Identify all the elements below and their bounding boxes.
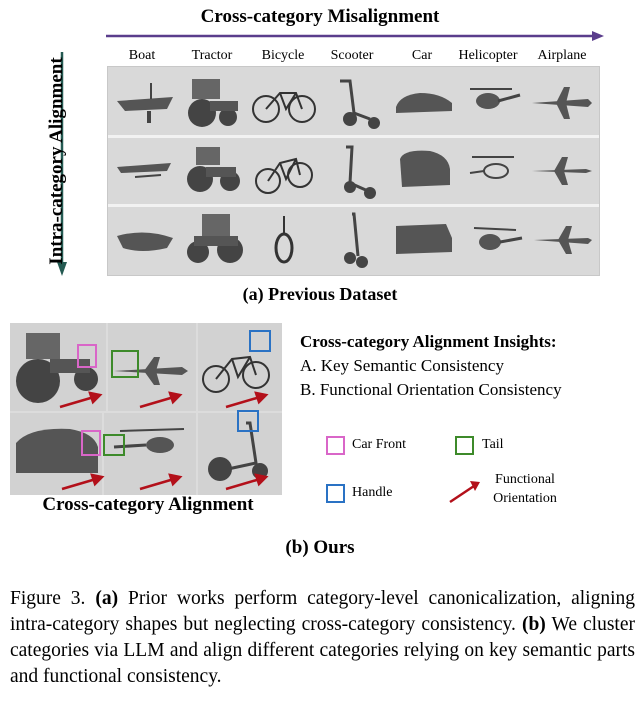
legend-functional-orientation: Functional Orientation (483, 470, 567, 508)
scooter-shape-row1 (340, 79, 380, 129)
tail-legend-icon (455, 436, 474, 455)
category-label-bicycle: Bicycle (261, 48, 305, 63)
bicycle-shape-row1 (252, 92, 316, 123)
handle-legend-icon (326, 484, 345, 503)
category-label-airplane: Airplane (537, 48, 587, 63)
alignment-insights: Cross-category Alignment Insights: A. Ke… (300, 330, 562, 402)
category-label-scooter: Scooter (330, 48, 374, 63)
airplane-shape-row1 (532, 87, 592, 119)
scooter-shape-row3 (344, 212, 368, 268)
caption-b-tag: (b) (521, 614, 546, 635)
cross-category-alignment-title: Cross-category Alignment (42, 494, 254, 515)
airplane-shape-row3 (534, 226, 592, 254)
category-label-car: Car (411, 48, 433, 63)
caption-a-text: Prior works perform category-level canon… (10, 588, 636, 635)
scooter-panel (198, 413, 282, 495)
caption-ours: (b) Ours (285, 537, 355, 558)
legend-tail: Tail (482, 437, 504, 452)
vertical-arrow-icon (57, 52, 67, 276)
previous-dataset-gallery (107, 66, 600, 276)
category-label-tractor: Tractor (191, 48, 233, 63)
intra-category-alignment-label: Intra-category Alignment (46, 57, 67, 265)
ours-shapes-overlay (16, 330, 271, 491)
category-label-helicopter: Helicopter (458, 48, 518, 63)
row-divider (108, 135, 599, 138)
ours-alignment-panel (10, 323, 282, 495)
insight-key-semantic: A. Key Semantic Consistency (300, 356, 504, 375)
airplane-shape-row2 (532, 157, 592, 185)
helicopter-shape-row2 (469, 156, 514, 179)
boat-shape-row3 (117, 232, 173, 251)
figure-caption: Figure 3. (a) Prior works perform catego… (10, 586, 635, 690)
tractor-shape-row2 (187, 147, 240, 192)
boat-shape-row1 (117, 83, 173, 123)
caption-a-tag: (a) (95, 588, 119, 609)
car-shape-row2 (400, 150, 450, 187)
tractor-shape-row3 (187, 214, 243, 263)
legend-functional-line2: Orientation (493, 491, 557, 506)
scooter-shape-row2 (344, 145, 376, 199)
bicycle-shape-row3 (274, 216, 294, 264)
figure-label: Figure 3. (10, 588, 86, 609)
row-divider (108, 204, 599, 207)
tractor-shape-row1 (188, 79, 238, 127)
caption-b-text: We cluster categories via LLM and align … (10, 614, 635, 687)
car-shape-row1 (396, 93, 452, 113)
car-front-legend-icon (326, 436, 345, 455)
intra-category-label-wrap: Intra-category Alignment (41, 48, 73, 274)
caption-previous-dataset: (a) Previous Dataset (242, 284, 398, 304)
legend-car-front: Car Front (352, 437, 407, 452)
horizontal-arrow-icon (106, 31, 604, 41)
functional-orientation-arrow-icon (449, 481, 480, 504)
helicopter-shape-row3 (473, 227, 523, 250)
cross-category-misalignment-title: Cross-category Misalignment (200, 6, 440, 27)
legend-functional-line1: Functional (495, 472, 555, 487)
category-label-boat: Boat (128, 48, 156, 63)
helicopter-shape-row1 (470, 88, 521, 109)
boat-shape-row2 (117, 163, 171, 178)
bicycle-shape-row2 (255, 157, 313, 194)
insight-functional-orientation: B. Functional Orientation Consistency (300, 380, 562, 399)
legend-handle: Handle (352, 485, 393, 500)
insights-title: Cross-category Alignment Insights: (300, 332, 557, 351)
car-shape-row3 (396, 224, 452, 254)
